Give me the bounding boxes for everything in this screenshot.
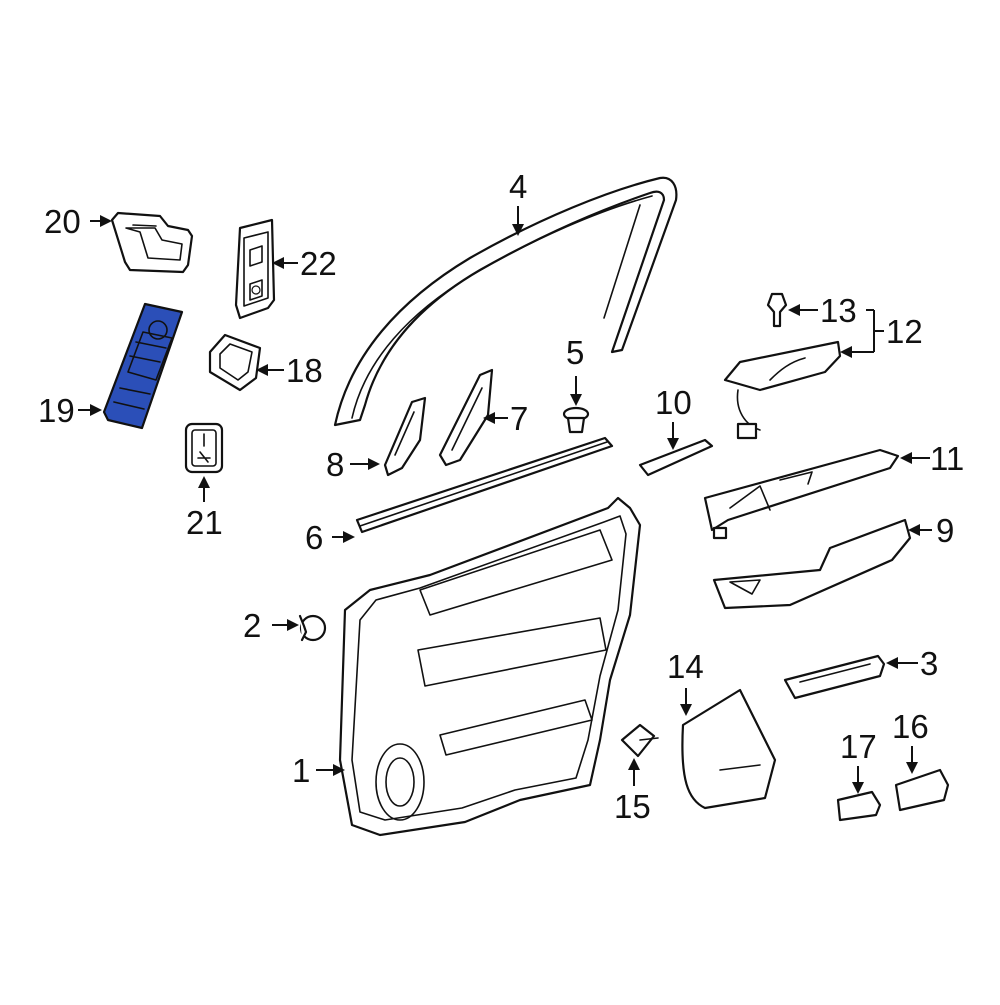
part-9-armrest[interactable] <box>712 518 912 610</box>
part-16-cap[interactable] <box>894 768 950 812</box>
callout-21: 21 <box>186 504 223 541</box>
callout-7: 7 <box>510 400 528 437</box>
part-5-fastener[interactable] <box>562 406 590 434</box>
callout-14: 14 <box>667 648 704 685</box>
part-21-switch[interactable] <box>184 422 224 474</box>
part-6-belt-molding[interactable] <box>355 436 614 534</box>
part-4-window-seal[interactable] <box>333 176 678 427</box>
part-12-handle-assembly[interactable] <box>723 340 842 440</box>
callout-6: 6 <box>305 519 323 556</box>
callout-3: 3 <box>920 645 938 682</box>
part-2-clip[interactable] <box>298 614 327 642</box>
callout-13: 13 <box>820 292 857 329</box>
callout-17: 17 <box>840 728 877 765</box>
part-11-armrest-trim[interactable] <box>703 448 900 540</box>
callout-15: 15 <box>614 788 651 825</box>
part-22-switch-panel[interactable] <box>234 218 276 320</box>
part-14-speaker-cover[interactable] <box>681 688 777 810</box>
part-10-trim-strip[interactable] <box>638 438 714 477</box>
callout-10: 10 <box>655 384 692 421</box>
callout-18: 18 <box>286 352 323 389</box>
callout-8: 8 <box>326 446 344 483</box>
part-17-cap[interactable] <box>836 790 882 822</box>
callout-12: 12 <box>886 313 923 350</box>
callout-labels: 1 2 3 4 5 6 7 8 9 10 11 12 13 14 15 16 1… <box>38 168 964 825</box>
callout-4: 4 <box>509 168 527 205</box>
part-7-corner-trim[interactable] <box>438 368 494 467</box>
part-18-switch[interactable] <box>208 333 262 392</box>
callout-9: 9 <box>936 512 954 549</box>
part-20-seat-switch[interactable] <box>110 211 194 274</box>
part-8-mirror-trim[interactable] <box>383 396 427 477</box>
callout-5: 5 <box>566 334 584 371</box>
callout-20: 20 <box>44 203 81 240</box>
part-15-clip[interactable] <box>620 723 659 758</box>
part-1-door-panel[interactable] <box>338 496 642 837</box>
part-19-window-switch-highlighted[interactable] <box>102 302 184 430</box>
part-13-bolt[interactable] <box>766 292 788 328</box>
callout-1: 1 <box>292 752 310 789</box>
part-3-pull-trim[interactable] <box>783 654 886 700</box>
callout-19: 19 <box>38 392 75 429</box>
callout-11: 11 <box>930 440 964 477</box>
callout-16: 16 <box>892 708 929 745</box>
callout-2: 2 <box>243 607 261 644</box>
leader-lines <box>78 206 932 794</box>
callout-22: 22 <box>300 245 337 282</box>
